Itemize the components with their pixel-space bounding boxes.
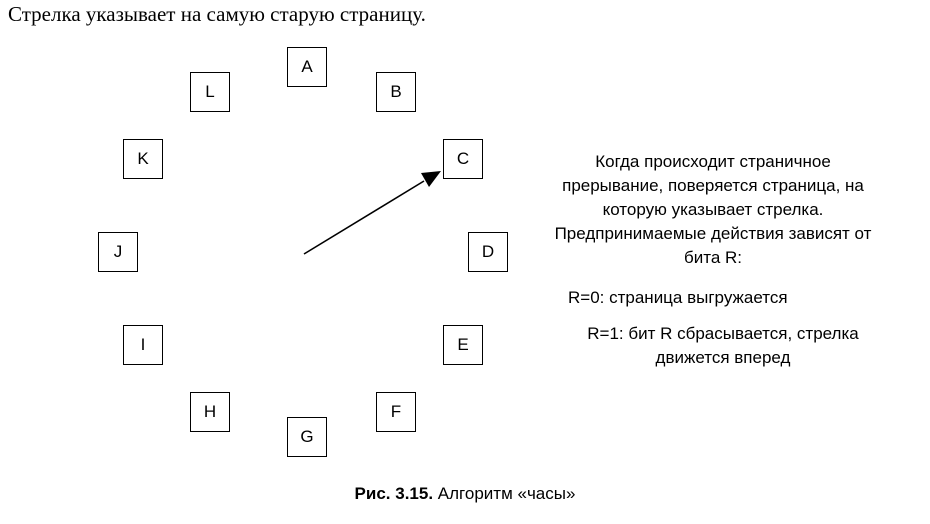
page-node-c: C: [443, 139, 483, 179]
page-node-l: L: [190, 72, 230, 112]
page-node-i: I: [123, 325, 163, 365]
page-node-k: K: [123, 139, 163, 179]
rule-r1: R=1: бит R сбрасывается, стрелка движетс…: [587, 324, 859, 367]
page-node-d: D: [468, 232, 508, 272]
intro-text: Стрелка указывает на самую старую страни…: [8, 2, 426, 26]
figure-caption: Рис. 3.15. Алгоритм «часы»: [0, 484, 930, 504]
caption-title: Алгоритм «часы»: [437, 484, 576, 503]
explanation-text: Когда происходит страничное прерывание, …: [554, 152, 872, 267]
caption-label: Рис. 3.15.: [354, 484, 434, 503]
page-node-a: A: [287, 47, 327, 87]
page-node-e: E: [443, 325, 483, 365]
page-node-j: J: [98, 232, 138, 272]
rule-r0: R=0: страница выгружается: [568, 288, 788, 307]
page-node-h: H: [190, 392, 230, 432]
page-node-f: F: [376, 392, 416, 432]
page-node-g: G: [287, 417, 327, 457]
page-node-b: B: [376, 72, 416, 112]
